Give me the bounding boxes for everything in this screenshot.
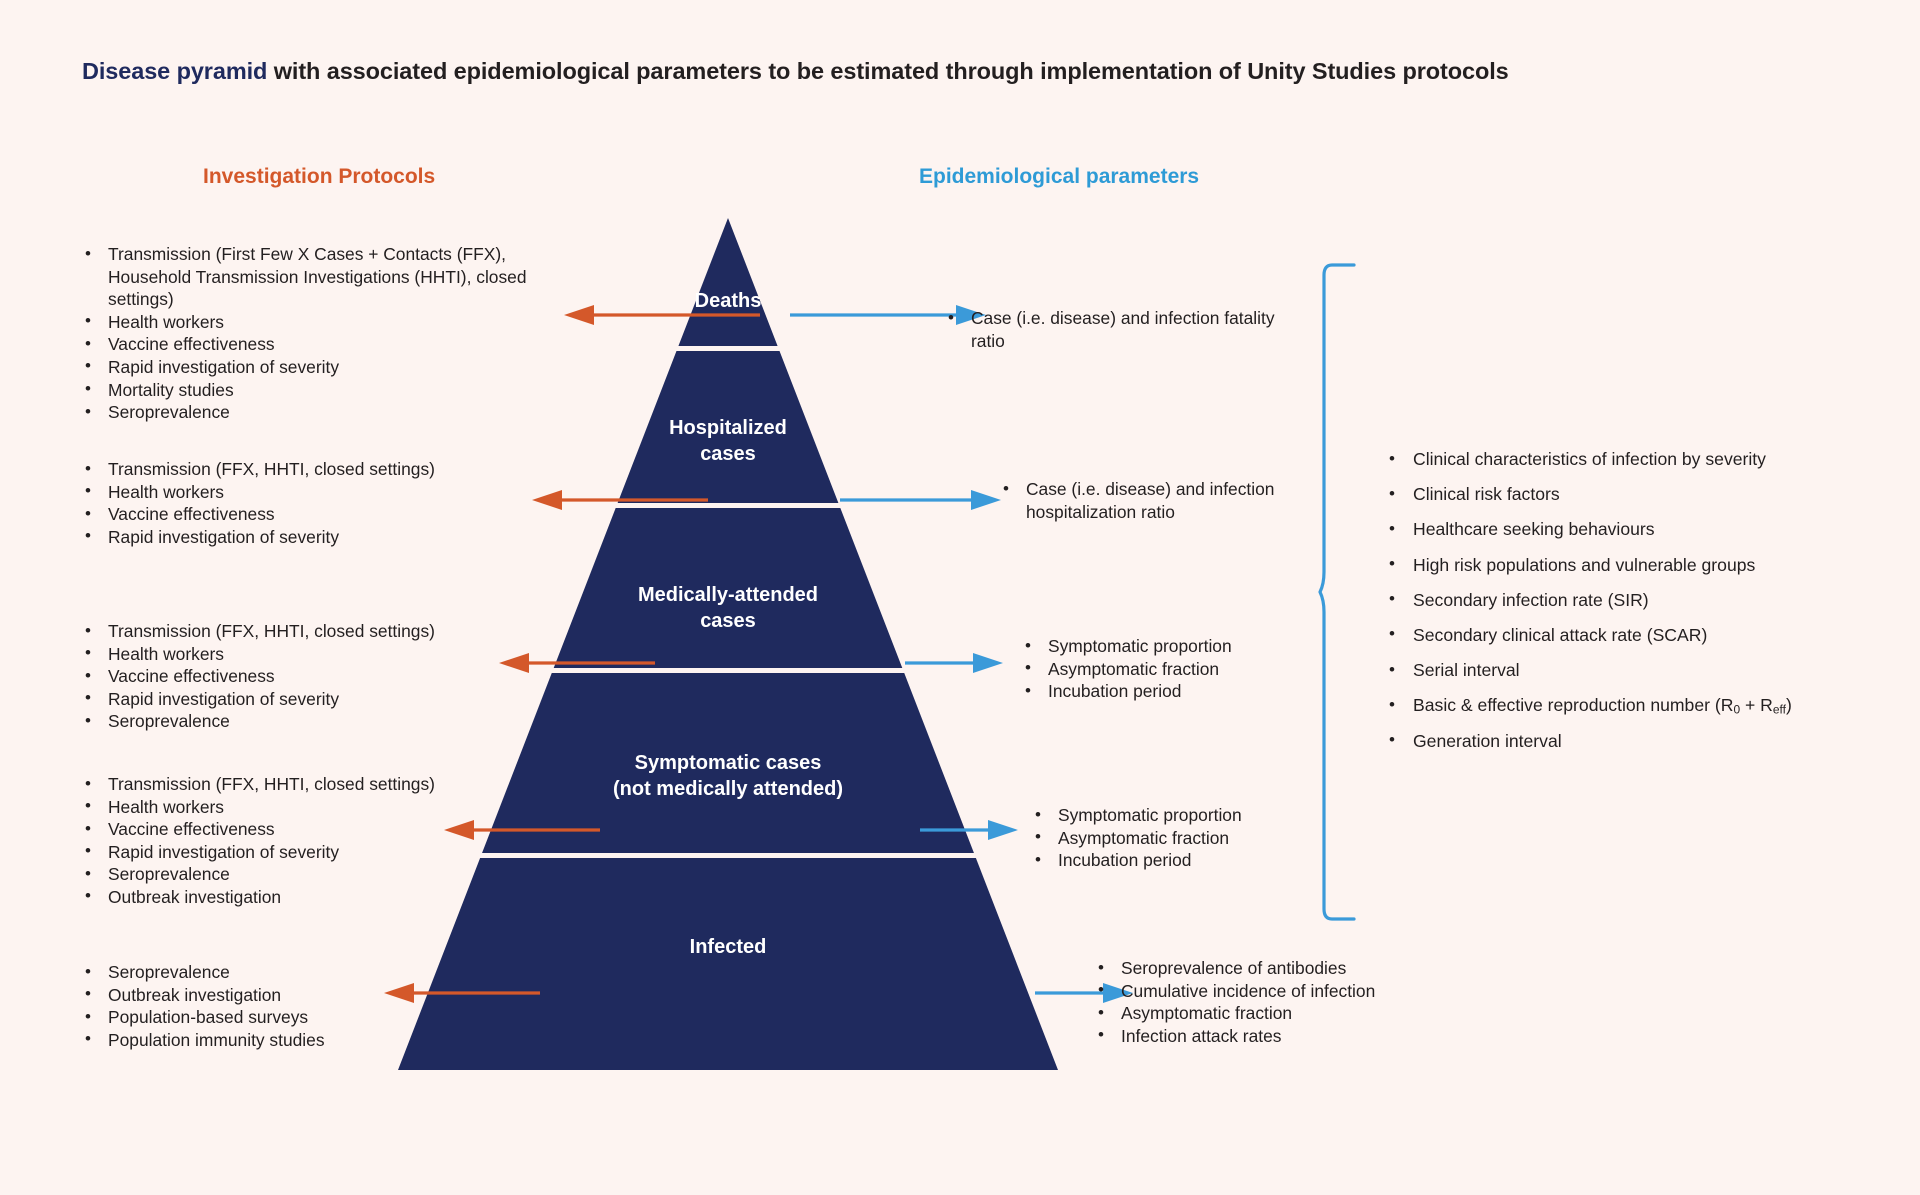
protocol-list-hospitalized: Transmission (FFX, HHTI, closed settings… — [82, 458, 552, 548]
list-item: High risk populations and vulnerable gro… — [1385, 553, 1855, 576]
cross-cutting-brace — [1318, 263, 1356, 921]
protocol-list-medically-attended: Transmission (FFX, HHTI, closed settings… — [82, 620, 552, 733]
list-item: Case (i.e. disease) and infection fatali… — [945, 306, 1275, 352]
list-item: Transmission (FFX, HHTI, closed settings… — [82, 458, 552, 481]
list-item: Infection attack rates — [1095, 1024, 1425, 1048]
list-item: Vaccine effectiveness — [82, 818, 552, 841]
column-header-investigation-protocols: Investigation Protocols — [203, 165, 436, 188]
page-title-highlight: Disease pyramid — [82, 58, 268, 84]
list-item: Seroprevalence — [82, 863, 552, 886]
list-item: Vaccine effectiveness — [82, 503, 552, 526]
list-item: Case (i.e. disease) and infection hospit… — [1000, 477, 1330, 523]
reproduction-number-sub-zero: 0 — [1733, 702, 1741, 717]
parameter-list-deaths: Case (i.e. disease) and infection fatali… — [945, 306, 1275, 352]
list-item: Secondary infection rate (SIR) — [1385, 588, 1855, 611]
list-item: Health workers — [82, 642, 552, 666]
list-item: Health workers — [82, 480, 552, 504]
list-item: Health workers — [82, 795, 552, 819]
list-item: Transmission (FFX, HHTI, closed settings… — [82, 773, 552, 796]
protocol-list-infected: Seroprevalence Outbreak investigation Po… — [82, 961, 552, 1051]
list-item: Outbreak investigation — [82, 885, 552, 909]
list-item: Transmission (FFX, HHTI, closed settings… — [82, 620, 552, 643]
list-item: Asymptomatic fraction — [1095, 1002, 1425, 1025]
list-item: Generation interval — [1385, 729, 1855, 752]
reproduction-number-prefix: Basic & effective reproduction number (R — [1413, 695, 1734, 716]
parameter-list-hospitalized: Case (i.e. disease) and infection hospit… — [1000, 477, 1330, 523]
list-item: Asymptomatic fraction — [1022, 657, 1352, 681]
arrow-right-symptomatic — [920, 820, 1018, 840]
list-item: Rapid investigation of severity — [82, 355, 552, 379]
list-item: Outbreak investigation — [82, 983, 552, 1007]
list-item: Symptomatic proportion — [1032, 804, 1362, 827]
list-item: Transmission (First Few X Cases + Contac… — [82, 243, 552, 311]
list-item: Seroprevalence of antibodies — [1095, 957, 1425, 980]
arrow-left-hospitalized — [532, 490, 708, 510]
page-title: Disease pyramid with associated epidemio… — [82, 58, 1509, 85]
reproduction-number-sub-eff: eff — [1772, 702, 1786, 717]
list-item: Rapid investigation of severity — [82, 687, 552, 711]
list-item: Clinical risk factors — [1385, 483, 1855, 506]
list-item: Population-based surveys — [82, 1006, 552, 1029]
list-item: Rapid investigation of severity — [82, 840, 552, 864]
protocol-list-symptomatic: Transmission (FFX, HHTI, closed settings… — [82, 773, 552, 909]
list-item: Vaccine effectiveness — [82, 333, 552, 356]
list-item: Seroprevalence — [82, 961, 552, 984]
list-item: Asymptomatic fraction — [1032, 826, 1362, 850]
list-item: Incubation period — [1032, 849, 1362, 872]
parameter-list-symptomatic: Symptomatic proportion Asymptomatic frac… — [1032, 804, 1362, 872]
list-item: Health workers — [82, 310, 552, 334]
list-item: Population immunity studies — [82, 1028, 552, 1052]
list-item: Symptomatic proportion — [1022, 635, 1352, 658]
list-item: Cumulative incidence of infection — [1095, 979, 1425, 1003]
column-header-epidemiological-parameters: Epidemiological parameters — [919, 165, 1200, 188]
protocol-list-deaths: Transmission (First Few X Cases + Contac… — [82, 243, 552, 424]
list-item: Vaccine effectiveness — [82, 665, 552, 688]
reproduction-number-middle: + R — [1740, 695, 1773, 716]
list-item: Incubation period — [1022, 680, 1352, 703]
parameter-list-infected: Seroprevalence of antibodies Cumulative … — [1095, 957, 1425, 1047]
list-item: Seroprevalence — [82, 401, 552, 424]
list-item: Mortality studies — [82, 378, 552, 402]
arrow-right-hospitalized — [840, 490, 1001, 510]
arrow-right-medically-attended — [905, 653, 1003, 673]
page-title-rest: with associated epidemiological paramete… — [267, 58, 1509, 84]
cross-cutting-parameter-list: Clinical characteristics of infection by… — [1385, 448, 1855, 765]
list-item-reproduction-number: Basic & effective reproduction number (R… — [1385, 694, 1855, 717]
list-item: Serial interval — [1385, 659, 1855, 682]
list-item: Secondary clinical attack rate (SCAR) — [1385, 623, 1855, 646]
list-item: Seroprevalence — [82, 710, 552, 733]
list-item: Rapid investigation of severity — [82, 525, 552, 549]
list-item: Clinical characteristics of infection by… — [1385, 448, 1855, 471]
arrow-left-deaths — [564, 305, 760, 325]
reproduction-number-suffix: ) — [1785, 695, 1792, 716]
parameter-list-medically-attended: Symptomatic proportion Asymptomatic frac… — [1022, 635, 1352, 703]
list-item: Healthcare seeking behaviours — [1385, 518, 1855, 541]
